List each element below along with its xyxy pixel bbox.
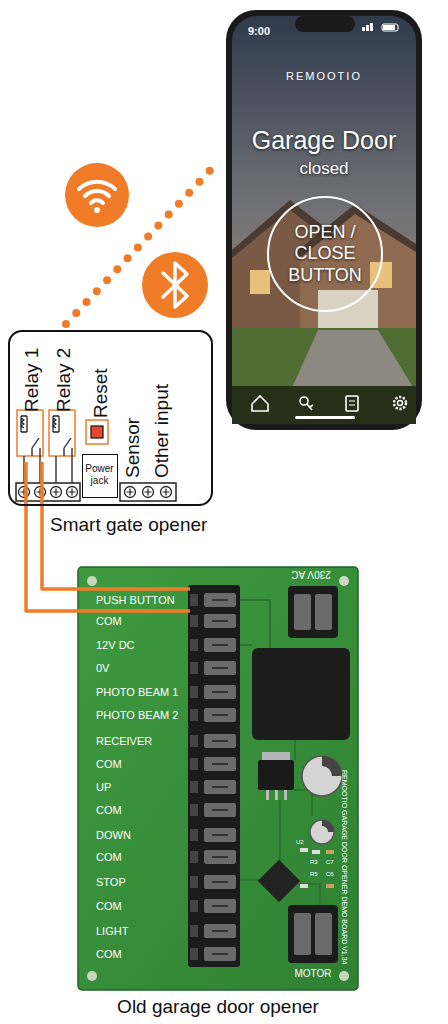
component-label: R3 — [310, 858, 324, 867]
power-jack-label: Power jack — [83, 463, 116, 491]
reset-button: Reset — [86, 338, 116, 450]
input-label: Other input — [148, 338, 176, 478]
terminal-label: COM — [96, 899, 186, 913]
terminal-label: COM — [96, 803, 186, 817]
device-caption: Smart gate opener — [50, 512, 220, 538]
terminal-label: 230V AC — [283, 568, 339, 581]
wifi-icon — [65, 163, 129, 227]
input-label: Sensor — [120, 338, 146, 478]
component-label: U2 — [296, 838, 312, 847]
door-name: Garage Door — [226, 124, 422, 156]
reset-label: Reset — [87, 340, 115, 418]
relay: Relay 2 — [48, 338, 80, 462]
smart-gate-opener: Smart gate openerRelay 1Relay 2ResetPowe… — [8, 330, 213, 506]
terminal-label: PHOTO BEAM 1 — [96, 685, 186, 699]
relay-label: Relay 1 — [18, 340, 46, 412]
relay: Relay 1 — [16, 338, 48, 462]
terminal-label: PHOTO BEAM 2 — [96, 708, 186, 722]
terminal-label: RECEIVER — [96, 734, 186, 748]
board-caption: Old garage door opener — [78, 995, 358, 1019]
terminal-label: 0V — [96, 661, 186, 675]
terminal-label: MOTOR — [288, 967, 338, 980]
button-text: OPEN / CLOSE BUTTON — [275, 218, 375, 290]
terminal-label: UP — [96, 780, 186, 794]
status-time: 9:00 — [248, 24, 288, 38]
wire — [26, 462, 190, 611]
phone — [226, 10, 422, 430]
component-label: R5 — [310, 870, 324, 879]
open-close-button: OPEN / CLOSE BUTTON — [267, 196, 383, 312]
terminal-label: PUSH BUTTON — [96, 593, 186, 607]
terminal-label: COM — [96, 614, 186, 628]
bluetooth-icon — [142, 252, 208, 318]
terminal-label: STOP — [96, 875, 186, 889]
terminal-label: COM — [96, 947, 186, 961]
terminal-label: DOWN — [96, 828, 186, 842]
phone-screen: 9:00REMOOTIO Garage DoorclosedOPEN / CLOS… — [226, 10, 422, 430]
terminal-label: COM — [96, 757, 186, 771]
door-state: closed — [226, 158, 422, 180]
terminal-label: 12V DC — [96, 638, 186, 652]
board-name: REMOOTIO GARAGE DOOR OPENER DEMO BOARD V… — [339, 770, 350, 985]
terminal-label: COM — [96, 850, 186, 864]
terminal-label: LIGHT — [96, 924, 186, 938]
relay-label: Relay 2 — [50, 340, 78, 412]
power-jack: Power jack — [82, 454, 118, 498]
component-label: C7 — [326, 858, 340, 867]
component-label: C6 — [326, 870, 340, 879]
app-name: REMOOTIO — [226, 68, 422, 84]
pcb — [78, 567, 358, 990]
wireless-link — [66, 162, 218, 324]
